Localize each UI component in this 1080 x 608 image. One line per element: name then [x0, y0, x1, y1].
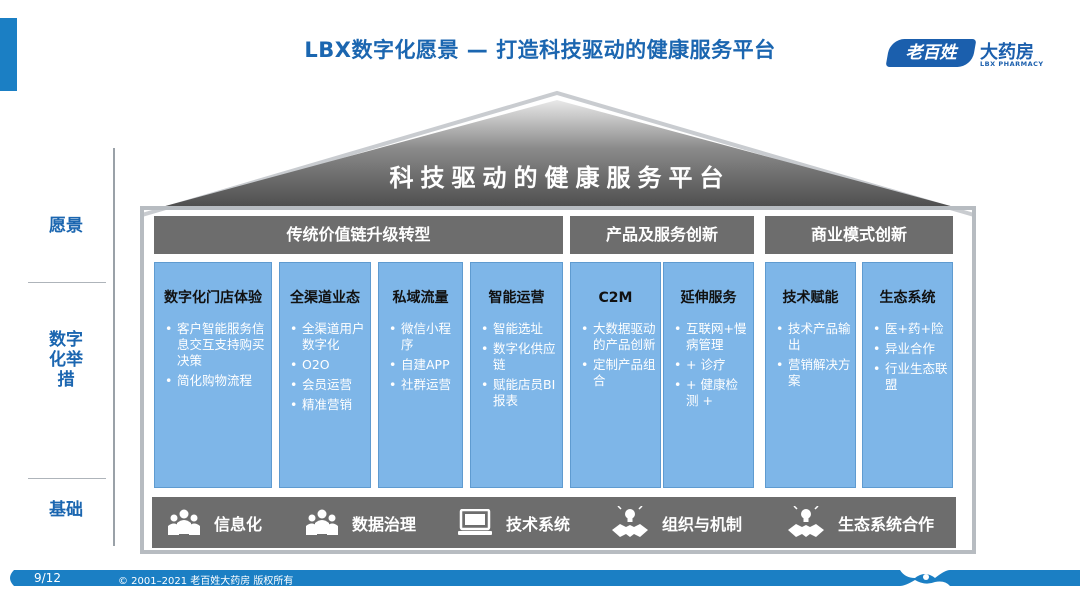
column-ecosystem: 生态系统 医+药+险 异业合作 行业生态联盟	[862, 262, 953, 488]
foundation-item: 组织与机制	[612, 497, 742, 548]
list-item: 行业生态联盟	[869, 361, 948, 393]
foundation-label: 技术系统	[506, 514, 571, 534]
foundation-item: 技术系统	[458, 497, 570, 548]
column-smart-operations: 智能运营 智能选址 数字化供应链 赋能店员BI报表	[470, 262, 563, 488]
side-separator	[28, 478, 106, 479]
column-title: 全渠道业态	[290, 290, 360, 306]
foundation-label: 组织与机制	[662, 514, 743, 534]
people-group-icon	[168, 509, 200, 535]
list-item: 社群运营	[385, 377, 458, 393]
list-item: 客户智能服务信息交互支持购买决策	[161, 321, 267, 369]
people-group-icon	[306, 509, 338, 535]
footer-bar	[10, 570, 1080, 586]
column-title: 智能运营	[488, 290, 545, 306]
list-item: 赋能店员BI报表	[477, 377, 558, 409]
foundation-bar: 信息化 数据治理 技术系统 组织与机制 生态系统合作	[152, 497, 956, 548]
foundation-label: 生态系统合作	[838, 514, 935, 534]
category-business-model: 商业模式创新	[765, 216, 953, 254]
list-item: 全渠道用户数字化	[286, 321, 366, 353]
list-item: 智能选址	[477, 321, 558, 337]
column-title: 技术赋能	[782, 290, 839, 306]
column-title: 延伸服务	[680, 290, 737, 306]
column-title: 生态系统	[879, 290, 936, 306]
logo-badge: 老百姓	[885, 39, 977, 67]
house-frame	[140, 90, 976, 554]
side-divider-line	[113, 148, 115, 546]
handshake-lightbulb-icon	[788, 505, 824, 537]
column-extended-services: 延伸服务 互联网+慢病管理 + 诊疗 + 健康检测 +	[663, 262, 754, 488]
list-item: 简化购物流程	[161, 373, 267, 389]
roof-title: 科技驱动的健康服务平台	[389, 164, 731, 192]
list-item: 营销解决方案	[772, 357, 851, 389]
list-item: + 诊疗	[670, 357, 749, 373]
roof	[158, 100, 958, 208]
accent-bar	[0, 18, 17, 91]
handshake-lightbulb-icon	[612, 505, 648, 537]
column-private-traffic: 私域流量 微信小程序 自建APP 社群运营	[378, 262, 463, 488]
list-item: + 健康检测 +	[670, 377, 749, 409]
computer-icon	[458, 508, 492, 535]
list-item: 医+药+险	[869, 321, 948, 337]
logo-english-name: LBX PHARMACY	[980, 60, 1044, 68]
list-item: 异业合作	[869, 341, 948, 357]
foundation-label: 信息化	[214, 514, 263, 534]
side-label-vision: 愿景	[49, 216, 83, 236]
company-logo: 老百姓 大药房 LBX PHARMACY	[885, 36, 1048, 72]
side-label-foundation: 基础	[49, 500, 83, 520]
category-product-service: 产品及服务创新	[570, 216, 754, 254]
list-item: 大数据驱动的产品创新	[577, 321, 656, 353]
list-item: 定制产品组合	[577, 357, 656, 389]
category-value-chain: 传统价值链升级转型	[154, 216, 563, 254]
column-digital-store: 数字化门店体验 客户智能服务信息交互支持购买决策 简化购物流程	[154, 262, 272, 488]
slide-title: LBX数字化愿景 — 打造科技驱动的健康服务平台	[304, 38, 776, 62]
logo-chinese-name: 大药房	[980, 42, 1034, 63]
list-item: 数字化供应链	[477, 341, 558, 373]
list-item: 技术产品输出	[772, 321, 851, 353]
column-title: 私域流量	[392, 290, 449, 306]
column-tech-empowerment: 技术赋能 技术产品输出 营销解决方案	[765, 262, 856, 488]
side-separator	[28, 282, 106, 283]
foundation-label: 数据治理	[352, 514, 417, 534]
column-c2m: C2M 大数据驱动的产品创新 定制产品组合	[570, 262, 661, 488]
list-item: 自建APP	[385, 357, 458, 373]
page-number: 9/12	[34, 571, 61, 585]
list-item: O2O	[286, 357, 366, 373]
column-title: 数字化门店体验	[164, 290, 262, 306]
column-title: C2M	[598, 290, 633, 306]
copyright-text: © 2001–2021 老百姓大药房 版权所有	[118, 576, 294, 587]
foundation-item: 生态系统合作	[788, 497, 934, 548]
footer-decoration	[923, 574, 929, 580]
foundation-item: 信息化	[168, 497, 262, 548]
column-omnichannel: 全渠道业态 全渠道用户数字化 O2O 会员运营 精准营销	[279, 262, 371, 488]
list-item: 互联网+慢病管理	[670, 321, 749, 353]
list-item: 微信小程序	[385, 321, 458, 353]
list-item: 精准营销	[286, 397, 366, 413]
side-label-measures: 数字化举措	[49, 330, 83, 390]
list-item: 会员运营	[286, 377, 366, 393]
foundation-item: 数据治理	[306, 497, 416, 548]
